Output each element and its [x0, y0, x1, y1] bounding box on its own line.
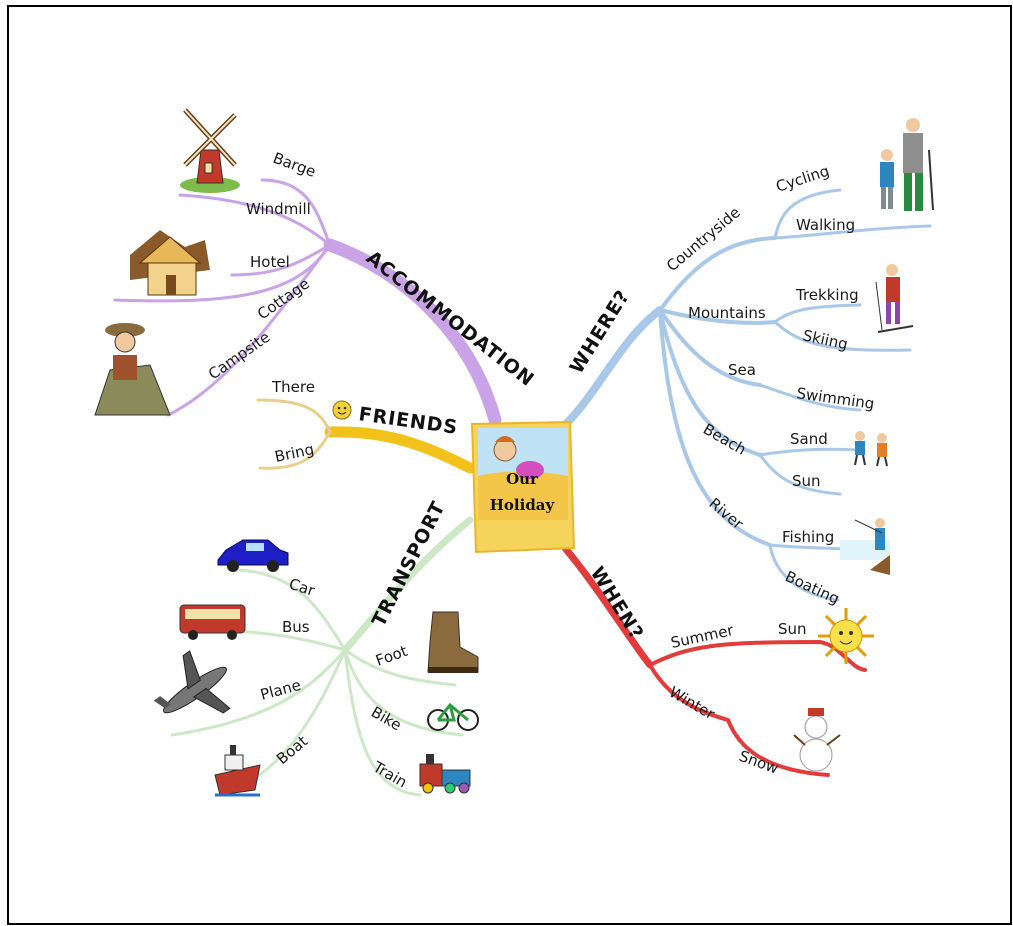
boat-label: Boat: [273, 732, 311, 768]
boating-line: [768, 543, 840, 602]
winter-line: [648, 663, 830, 777]
campsite-label: Campsite: [205, 328, 273, 383]
beach-sun-line: [758, 453, 842, 496]
windmill-icon: [180, 108, 240, 193]
accommodation-branch: [113, 178, 502, 427]
foot-line: [343, 648, 457, 687]
transport-label: TRANSPORT: [368, 498, 450, 631]
transport-branch: [170, 516, 474, 797]
bus-icon: [179, 604, 246, 640]
trekking-label: Trekking: [795, 286, 859, 304]
bring-line: [258, 430, 332, 470]
sun-icon: [818, 608, 874, 664]
accommodation-label: ACCOMMODATION: [362, 247, 539, 392]
river-label: River: [705, 494, 747, 533]
summer-line: [648, 639, 867, 672]
mountains-line: [658, 308, 777, 325]
campsite-line: [166, 243, 332, 417]
car-label: Car: [287, 575, 318, 600]
cottage-icon: [130, 230, 210, 296]
friends-branch: [256, 398, 476, 474]
accommodation-main-line: [323, 238, 502, 427]
countryside-line: [658, 236, 777, 312]
walking-line: [773, 224, 932, 240]
center-line2: Holiday: [490, 496, 556, 514]
beach-line: [658, 308, 762, 457]
train-icon: [419, 754, 471, 794]
there-label: There: [271, 378, 315, 396]
when-label: WHEN?: [586, 563, 648, 644]
swimming-line: [758, 383, 862, 412]
page-border: [7, 5, 1012, 925]
center-node: Our Holiday: [470, 420, 576, 554]
fisherman-icon: [840, 518, 890, 575]
center-line1: Our: [506, 470, 539, 488]
sand-line: [758, 447, 862, 457]
when-branch: [561, 544, 867, 777]
car-line: [238, 568, 347, 652]
train-label: Train: [369, 757, 410, 791]
sand-label: Sand: [790, 430, 828, 448]
windmill-label: Windmill: [246, 200, 311, 218]
barge-label: Barge: [271, 149, 319, 181]
car-icon: [217, 539, 289, 572]
river-line: [658, 308, 772, 547]
sea-label: Sea: [728, 361, 756, 379]
snow-label: Snow: [737, 747, 781, 778]
hikers-icon: [880, 118, 934, 211]
walking-label: Walking: [796, 216, 855, 234]
barge-line: [260, 178, 332, 247]
mountains-label: Mountains: [688, 304, 766, 322]
where-label: WHERE?: [566, 286, 635, 378]
snowman-icon: [793, 708, 841, 772]
bicycle-icon: [427, 702, 479, 731]
hotel-line: [230, 243, 332, 277]
plane-label: Plane: [258, 676, 302, 704]
bike-line: [343, 648, 464, 737]
cottage-label: Cottage: [254, 274, 313, 323]
windmill-line: [178, 193, 332, 247]
fishing-label: Fishing: [782, 528, 834, 546]
boating-label: Boating: [782, 567, 842, 608]
trekking-line: [773, 303, 862, 324]
skier-icon: [875, 264, 914, 333]
hotel-label: Hotel: [250, 253, 290, 271]
cycling-label: Cycling: [774, 162, 832, 196]
summer-sun-label: Sun: [778, 620, 807, 638]
where-main-line: [561, 306, 664, 429]
beach-label: Beach: [700, 420, 749, 459]
plane-line: [170, 648, 347, 737]
beach-sun-label: Sun: [792, 472, 821, 490]
sea-line: [658, 308, 762, 387]
bring-label: Bring: [273, 440, 316, 466]
bus-label: Bus: [282, 618, 310, 636]
train-line: [343, 648, 422, 797]
when-main-line: [561, 544, 654, 669]
skiing-line: [773, 320, 912, 352]
winter-label: Winter: [666, 683, 719, 724]
cycling-line: [773, 188, 842, 240]
foot-label: Foot: [373, 642, 410, 670]
smiley-icon: [332, 400, 352, 420]
camper-icon: [94, 323, 171, 416]
children-icon: [854, 431, 888, 467]
bike-label: Bike: [368, 703, 405, 735]
boot-icon: [427, 611, 479, 673]
skiing-label: Skiing: [801, 326, 849, 353]
there-line: [256, 398, 332, 434]
plane-icon: [153, 650, 231, 714]
friends-main-line: [324, 426, 476, 474]
transport-main-line: [341, 516, 474, 654]
ship-icon: [214, 745, 261, 797]
